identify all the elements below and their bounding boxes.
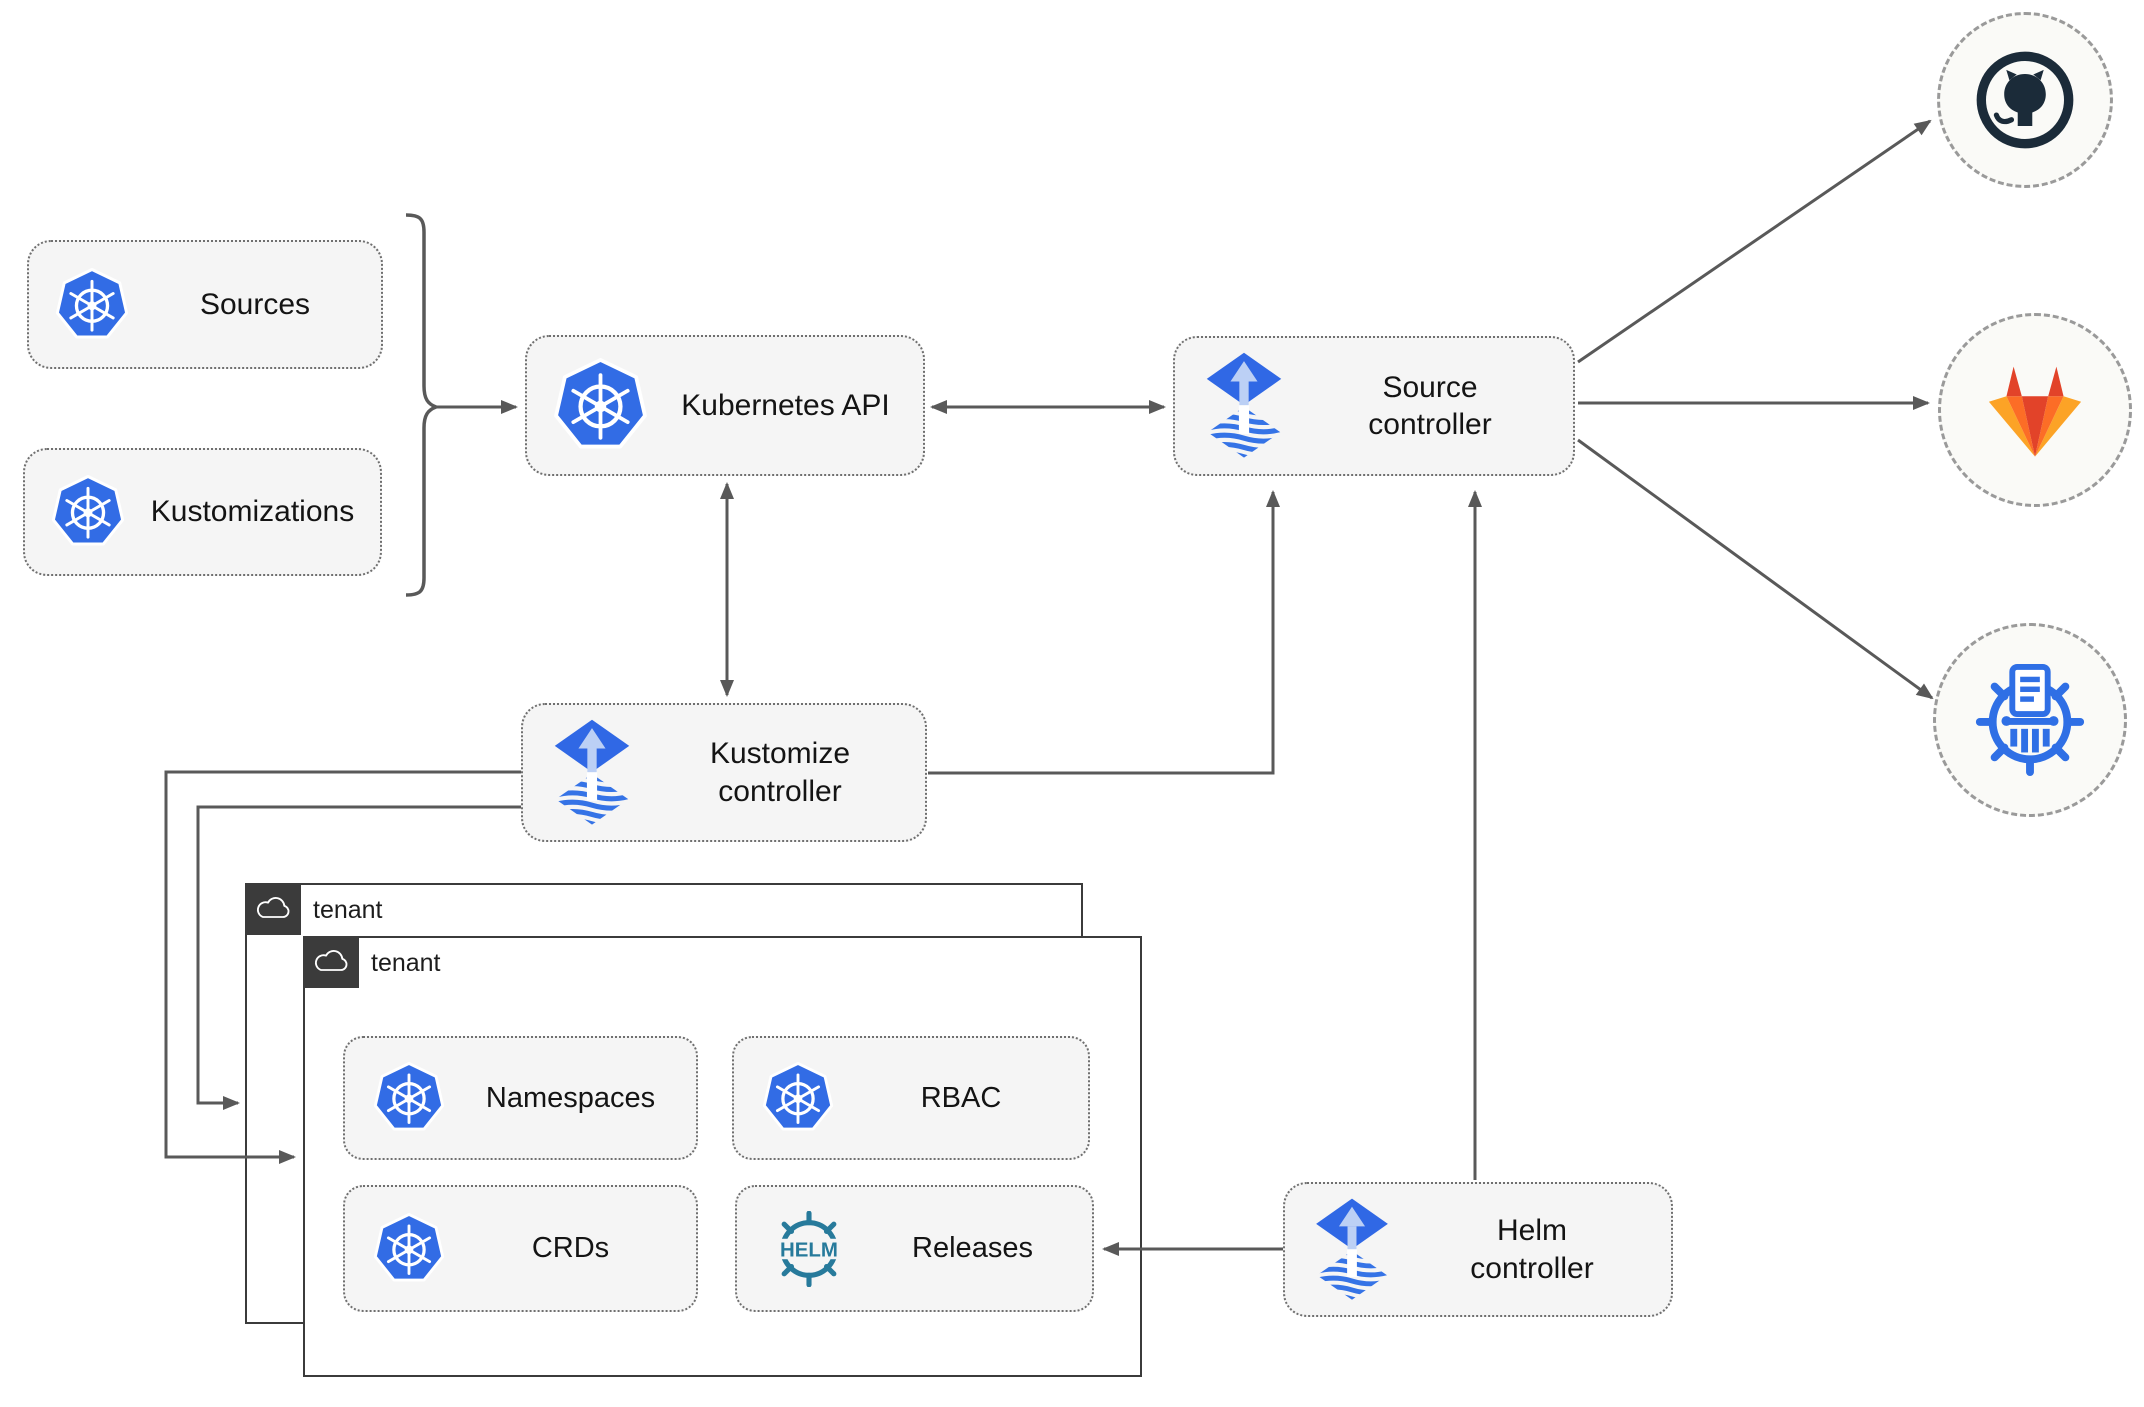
node-kustomize-controller: Kustomize controller xyxy=(521,703,927,842)
resource-crds: CRDs xyxy=(343,1185,698,1312)
tenant-label: tenant xyxy=(313,895,383,924)
flux-icon xyxy=(1311,1197,1393,1303)
node-label-text: Kustomize controller xyxy=(709,737,851,808)
kubernetes-icon xyxy=(51,475,125,549)
node-label-text: Source controller xyxy=(1368,370,1492,442)
node-helm-controller: Helm controller xyxy=(1283,1182,1673,1317)
tenant-label: tenant xyxy=(371,948,441,977)
github-icon xyxy=(1973,48,2077,152)
node-kubernetes-api: Kubernetes API xyxy=(525,335,925,476)
kubernetes-icon xyxy=(553,358,648,453)
resource-label: RBAC xyxy=(920,1081,1002,1114)
flux-icon xyxy=(549,718,635,828)
flux-icon xyxy=(1201,351,1287,461)
connector-source-to-github xyxy=(1577,119,1932,364)
node-label: Kustomizations xyxy=(150,495,355,529)
node-label: Helm controller xyxy=(1393,1212,1671,1287)
gitlab-icon xyxy=(1980,360,2090,461)
tenant-box-front: tenant Namespaces RBAC CRDs Releases xyxy=(302,935,1142,1377)
remote-github xyxy=(1937,12,2113,188)
connector-source-to-chartmuseum xyxy=(1577,438,1934,700)
resource-label: CRDs xyxy=(531,1232,610,1264)
node-source-controller: Source controller xyxy=(1173,336,1575,476)
kubernetes-icon xyxy=(55,268,129,342)
kubernetes-icon xyxy=(373,1062,445,1134)
cloud-icon xyxy=(311,948,351,976)
helm-icon xyxy=(765,1211,853,1287)
kubernetes-icon xyxy=(373,1213,445,1285)
cloud-icon xyxy=(253,895,293,923)
node-label: Sources xyxy=(199,287,311,321)
kubernetes-icon xyxy=(762,1062,834,1134)
resource-rbac: RBAC xyxy=(732,1036,1090,1160)
node-kustomizations: Kustomizations xyxy=(23,448,382,576)
node-label: Source controller xyxy=(1287,369,1573,444)
tenant-tab xyxy=(302,935,359,988)
resource-releases: Releases xyxy=(735,1185,1094,1312)
resource-label: Namespaces xyxy=(485,1081,656,1114)
node-label-text: Helm controller xyxy=(1470,1214,1594,1285)
remote-chartmuseum xyxy=(1933,623,2127,817)
remote-gitlab xyxy=(1938,313,2132,507)
connector-kustomize-to-source xyxy=(928,490,1280,775)
resource-namespaces: Namespaces xyxy=(343,1036,698,1160)
node-label: Kustomize controller xyxy=(635,735,925,810)
bracket-inputs xyxy=(405,213,441,597)
resource-label: Releases xyxy=(912,1232,1033,1264)
tenant-tab xyxy=(244,882,301,935)
node-label: Kubernetes API xyxy=(681,388,890,422)
chartmuseum-icon xyxy=(1971,661,2089,779)
node-sources: Sources xyxy=(27,240,383,369)
